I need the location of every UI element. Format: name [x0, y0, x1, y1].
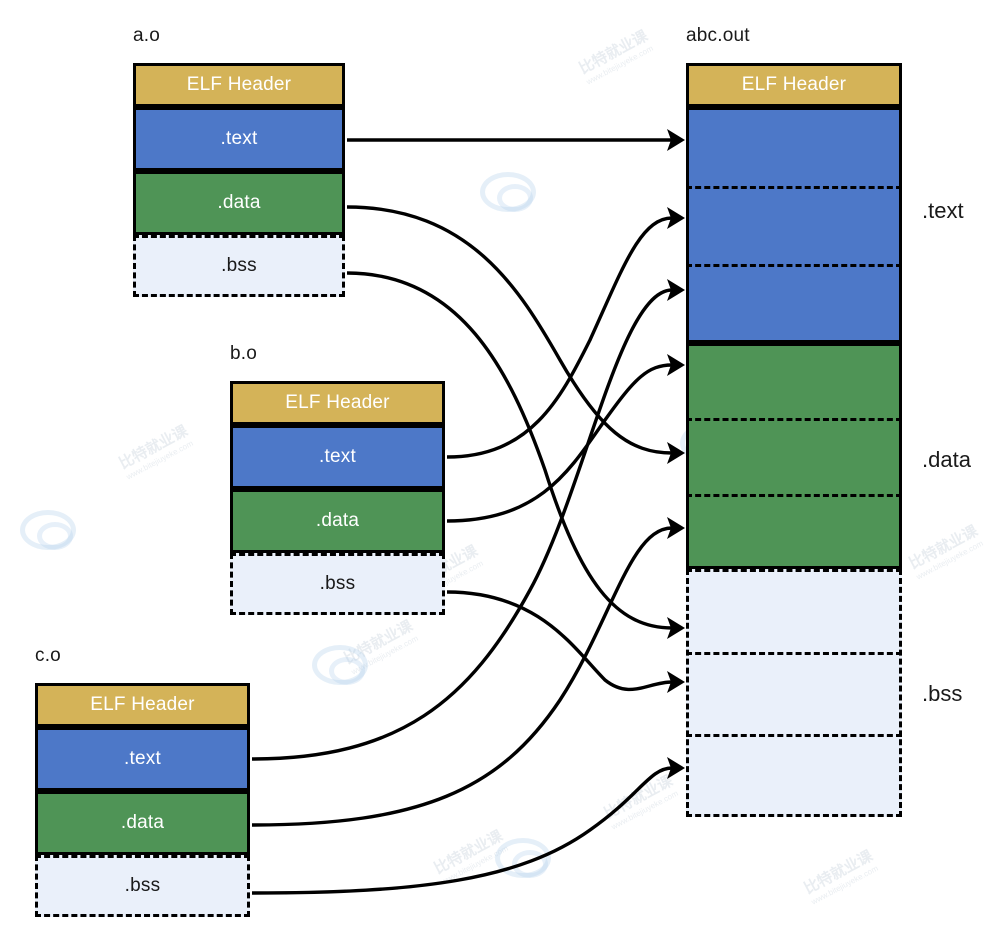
segment-b-o-bss: .bss: [230, 553, 445, 615]
watermark-text: 比特就业课: [116, 422, 191, 473]
arrow-head: [667, 442, 685, 464]
watermark-url: www.bitejiuyeke.com: [124, 438, 195, 482]
watermark-logo-icon: [312, 645, 368, 685]
segment-a-o-data: .data: [133, 171, 345, 235]
module-title-abc-out: abc.out: [686, 25, 750, 46]
arrow-head: [667, 757, 685, 779]
watermark-url: www.bitejiuyeke.com: [439, 843, 510, 887]
section-divider: [686, 652, 902, 655]
arrow-head: [667, 279, 685, 301]
watermark-logo-icon: [495, 838, 551, 878]
arrow-head: [667, 671, 685, 693]
watermark-url: www.bitejiuyeke.com: [809, 863, 880, 907]
arrow-head: [667, 354, 685, 376]
segment-label: .bss: [124, 875, 161, 896]
watermark-text: 比特就业课: [431, 827, 506, 878]
segment-c-o-elfheader: ELF Header: [35, 683, 250, 727]
watermark-text: 比特就业课: [341, 617, 416, 668]
arrow: [251, 757, 685, 895]
segment-label: ELF Header: [741, 74, 847, 95]
segment-label: ELF Header: [285, 392, 390, 413]
segment-label: ELF Header: [186, 74, 292, 95]
segment-abc-out-elfheader: ELF Header: [686, 63, 902, 107]
segment-b-o-text: .text: [230, 425, 445, 489]
output-section-label-bss: .bss: [922, 681, 963, 706]
segment-abc-out-text: [686, 107, 902, 343]
arrow-head: [667, 517, 685, 539]
segment-b-o-elfheader: ELF Header: [230, 381, 445, 425]
watermark-url: www.bitejiuyeke.com: [584, 43, 655, 87]
watermark-url: www.bitejiuyeke.com: [349, 633, 420, 677]
segment-label: .data: [120, 812, 165, 833]
segment-label: .text: [124, 748, 161, 769]
segment-a-o-bss: .bss: [133, 235, 345, 297]
section-divider: [686, 186, 902, 189]
segment-c-o-text: .text: [35, 727, 250, 791]
watermark-url: www.bitejiuyeke.com: [914, 538, 985, 582]
watermark-text: 比特就业课: [801, 847, 876, 898]
segment-c-o-bss: .bss: [35, 855, 250, 917]
segment-label: .bss: [221, 255, 257, 276]
arrow-head: [667, 129, 685, 151]
watermark-text: 比特就业课: [576, 27, 651, 78]
section-divider: [686, 418, 902, 421]
segment-label: .text: [220, 128, 258, 149]
output-section-label-data: .data: [922, 447, 971, 472]
segment-abc-out-data: [686, 343, 902, 569]
arrow: [446, 590, 685, 693]
arrow-head: [667, 207, 685, 229]
segment-abc-out-bss: [686, 569, 902, 817]
output-section-label-text: .text: [922, 198, 964, 223]
module-title-c-o: c.o: [35, 645, 61, 666]
arrow-head: [667, 617, 685, 639]
segment-b-o-data: .data: [230, 489, 445, 553]
segment-label: .bss: [319, 573, 356, 594]
section-divider: [686, 494, 902, 497]
section-divider: [686, 734, 902, 737]
module-title-b-o: b.o: [230, 343, 258, 364]
section-divider: [686, 264, 902, 267]
segment-label: .data: [217, 192, 261, 213]
segment-a-o-text: .text: [133, 107, 345, 171]
segment-a-o-elfheader: ELF Header: [133, 63, 345, 107]
segment-label: .data: [315, 510, 360, 531]
watermark-text: 比特就业课: [601, 772, 676, 823]
arrow: [347, 129, 685, 151]
arrow: [446, 354, 685, 523]
watermark-logo-icon: [480, 172, 536, 212]
segment-label: ELF Header: [90, 694, 195, 715]
module-title-a-o: a.o: [133, 25, 161, 46]
arrow: [446, 207, 685, 459]
watermark-logo-icon: [20, 510, 76, 550]
watermark-text: 比特就业课: [906, 522, 981, 573]
segment-label: .text: [319, 446, 356, 467]
watermark-url: www.bitejiuyeke.com: [609, 788, 680, 832]
segment-c-o-data: .data: [35, 791, 250, 855]
